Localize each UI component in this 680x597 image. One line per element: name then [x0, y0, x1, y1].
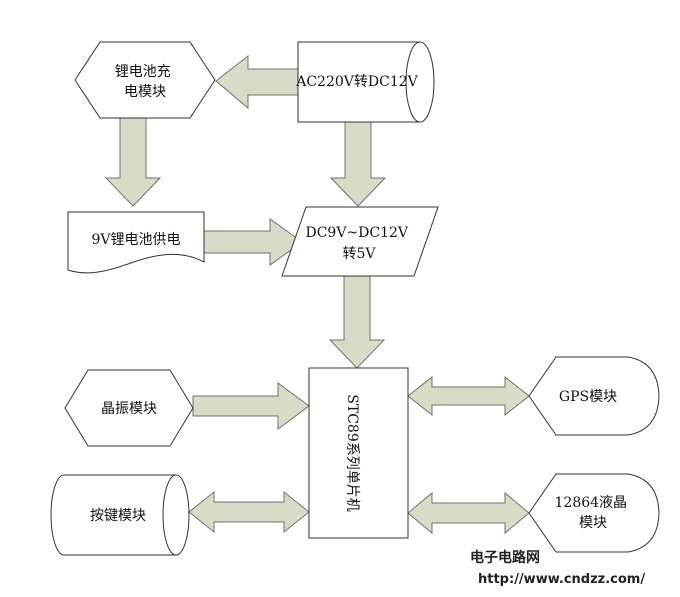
arrow-mcu-gps: [407, 375, 530, 417]
node-ac-dc-rim: [405, 41, 421, 123]
arrow-mcu-lcd: [407, 491, 530, 535]
arrow-converter-to-mcu: [328, 271, 386, 369]
node-keypad-label: 按键模块: [90, 508, 146, 524]
node-gps-shape: [528, 356, 660, 436]
arrow-battery-to-converter: [203, 218, 303, 266]
node-crystal: 晶振模块: [64, 369, 194, 447]
node-li-charger: 锂电池充 电模块: [74, 41, 216, 119]
node-battery-9v-label: 9V锂电池供电: [91, 232, 180, 248]
watermark-site-name: 电子电路网: [470, 549, 540, 566]
node-dc-converter-label: DC9V~DC12V 转5V: [306, 225, 413, 262]
arrow-acdc-to-converter: [329, 119, 387, 207]
node-ac-dc: AC220V转DC12V: [295, 41, 435, 123]
node-li-charger-label: 锂电池充 电模块: [115, 64, 175, 100]
node-gps: GPS模块: [528, 356, 660, 436]
arrow-charger-to-battery: [104, 115, 162, 207]
arrow-acdc-to-charger: [215, 54, 299, 110]
node-lcd: 12864液晶 模块: [528, 473, 660, 553]
node-ac-dc-label: AC220V转DC12V: [295, 74, 418, 90]
node-mcu: STC89系列单片机: [308, 367, 409, 539]
arrows: [104, 54, 530, 535]
node-mcu-shape: [308, 367, 409, 539]
node-crystal-label: 晶振模块: [101, 401, 157, 417]
arrow-keypad-mcu: [188, 490, 310, 534]
node-battery-9v: 9V锂电池供电: [67, 211, 205, 274]
node-keypad: 按键模块: [50, 474, 190, 556]
node-lcd-shape: [528, 473, 660, 553]
node-keypad-rim: [162, 474, 177, 556]
node-mcu-label: STC89系列单片机: [344, 394, 360, 511]
arrow-crystal-to-mcu: [192, 382, 310, 430]
watermark: 电子电路网 http://www.cndzz.com/: [470, 549, 645, 587]
node-li-charger-shape: [74, 41, 216, 119]
node-battery-9v-shape: [67, 211, 205, 274]
node-lcd-label: 12864液晶 模块: [555, 495, 632, 531]
node-dc-converter: DC9V~DC12V 转5V: [281, 206, 439, 277]
node-gps-label: GPS模块: [559, 389, 617, 405]
node-crystal-shape: [64, 369, 194, 447]
node-dc-converter-shape: [281, 206, 439, 277]
watermark-url: http://www.cndzz.com/: [478, 572, 645, 587]
node-ac-dc-shape: [297, 41, 435, 123]
